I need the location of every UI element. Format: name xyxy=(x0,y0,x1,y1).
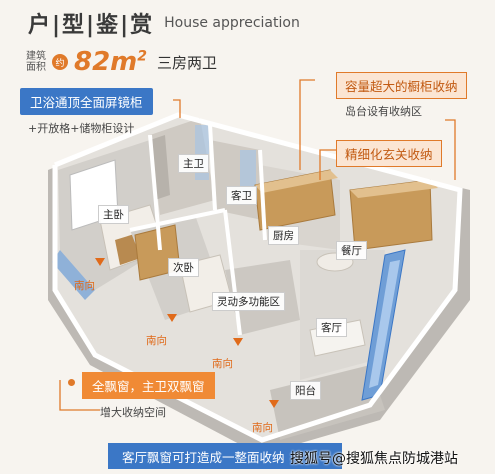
callout-large-cabinet: 容量超大的橱柜收纳 xyxy=(336,72,467,99)
area-unit-superscript: 2 xyxy=(137,48,148,65)
title-row: 户|型|鉴|赏 House appreciation xyxy=(28,6,300,40)
callout-living-window: 客厅飘窗可打造成一整面收纳 xyxy=(108,443,342,469)
leader-lines xyxy=(59,79,456,411)
spec-row: 建筑面积 约 82m2 三房两卫 xyxy=(26,46,217,78)
guest-bath-glass xyxy=(240,150,256,195)
room-multi: 灵动多功能区 xyxy=(212,292,285,311)
watermark: 搜狐号@搜狐焦点防城港站 xyxy=(290,451,458,467)
callout-dot xyxy=(68,379,75,386)
south-marker-3 xyxy=(226,338,250,346)
south-arrow-icon xyxy=(233,338,243,346)
page-title: 户|型|鉴|赏 xyxy=(28,13,155,38)
about-badge: 约 xyxy=(52,54,68,70)
living-bay-window-inner xyxy=(369,260,400,388)
wall-inner-2 xyxy=(208,124,217,211)
callout-open-grid: +开放格+储物柜设计 xyxy=(28,122,135,135)
entrance-cabinet xyxy=(349,179,433,251)
room-guest-bath: 客卫 xyxy=(226,186,257,205)
room-master-bath: 主卫 xyxy=(178,154,209,173)
wall-inner-1 xyxy=(148,134,162,251)
wall-inner-3 xyxy=(129,208,226,232)
south-marker-4 xyxy=(262,400,286,408)
south-arrow-icon xyxy=(95,258,105,266)
south-label-4: 南向 xyxy=(252,422,273,434)
room-second-bedroom: 次卧 xyxy=(168,258,199,277)
room-master-bedroom: 主卧 xyxy=(98,205,129,224)
walls xyxy=(52,112,463,443)
wall-inner-4 xyxy=(223,209,242,336)
room-count: 三房两卫 xyxy=(157,53,218,72)
south-label-1: 南向 xyxy=(74,280,95,292)
room-dining: 餐厅 xyxy=(336,241,367,260)
callout-bay-window: 全飘窗，主卫双飘窗 xyxy=(82,372,215,399)
entrance-cabinet-top xyxy=(350,180,438,198)
callout-island-storage: 岛台设有收纳区 xyxy=(345,105,422,118)
south-label-3: 南向 xyxy=(212,358,233,370)
page-subtitle: House appreciation xyxy=(164,15,300,31)
room-balcony: 阳台 xyxy=(290,381,321,400)
area-value: 82m2 xyxy=(74,47,148,77)
master-window xyxy=(52,250,95,300)
south-label-2: 南向 xyxy=(146,335,167,347)
wall-inner-5 xyxy=(258,149,267,241)
callout-bay-window-note: 增大收纳空间 xyxy=(100,406,166,419)
kitchen-cabinet-top xyxy=(255,170,338,193)
callout-mirror-cabinet: 卫浴通顶全面屏镜柜 xyxy=(20,88,153,115)
south-marker-1 xyxy=(88,258,112,268)
callout-entrance-storage: 精细化玄关收纳 xyxy=(336,140,442,167)
callout-living-window-text: 客厅飘窗可打造成一整面收纳 xyxy=(122,449,285,465)
south-arrow-icon xyxy=(167,314,177,322)
room-kitchen: 厨房 xyxy=(268,226,299,245)
room-living: 客厅 xyxy=(316,318,347,337)
south-arrow-icon xyxy=(269,400,279,408)
area-label: 建筑面积 xyxy=(26,51,46,73)
south-marker-2 xyxy=(160,314,184,322)
